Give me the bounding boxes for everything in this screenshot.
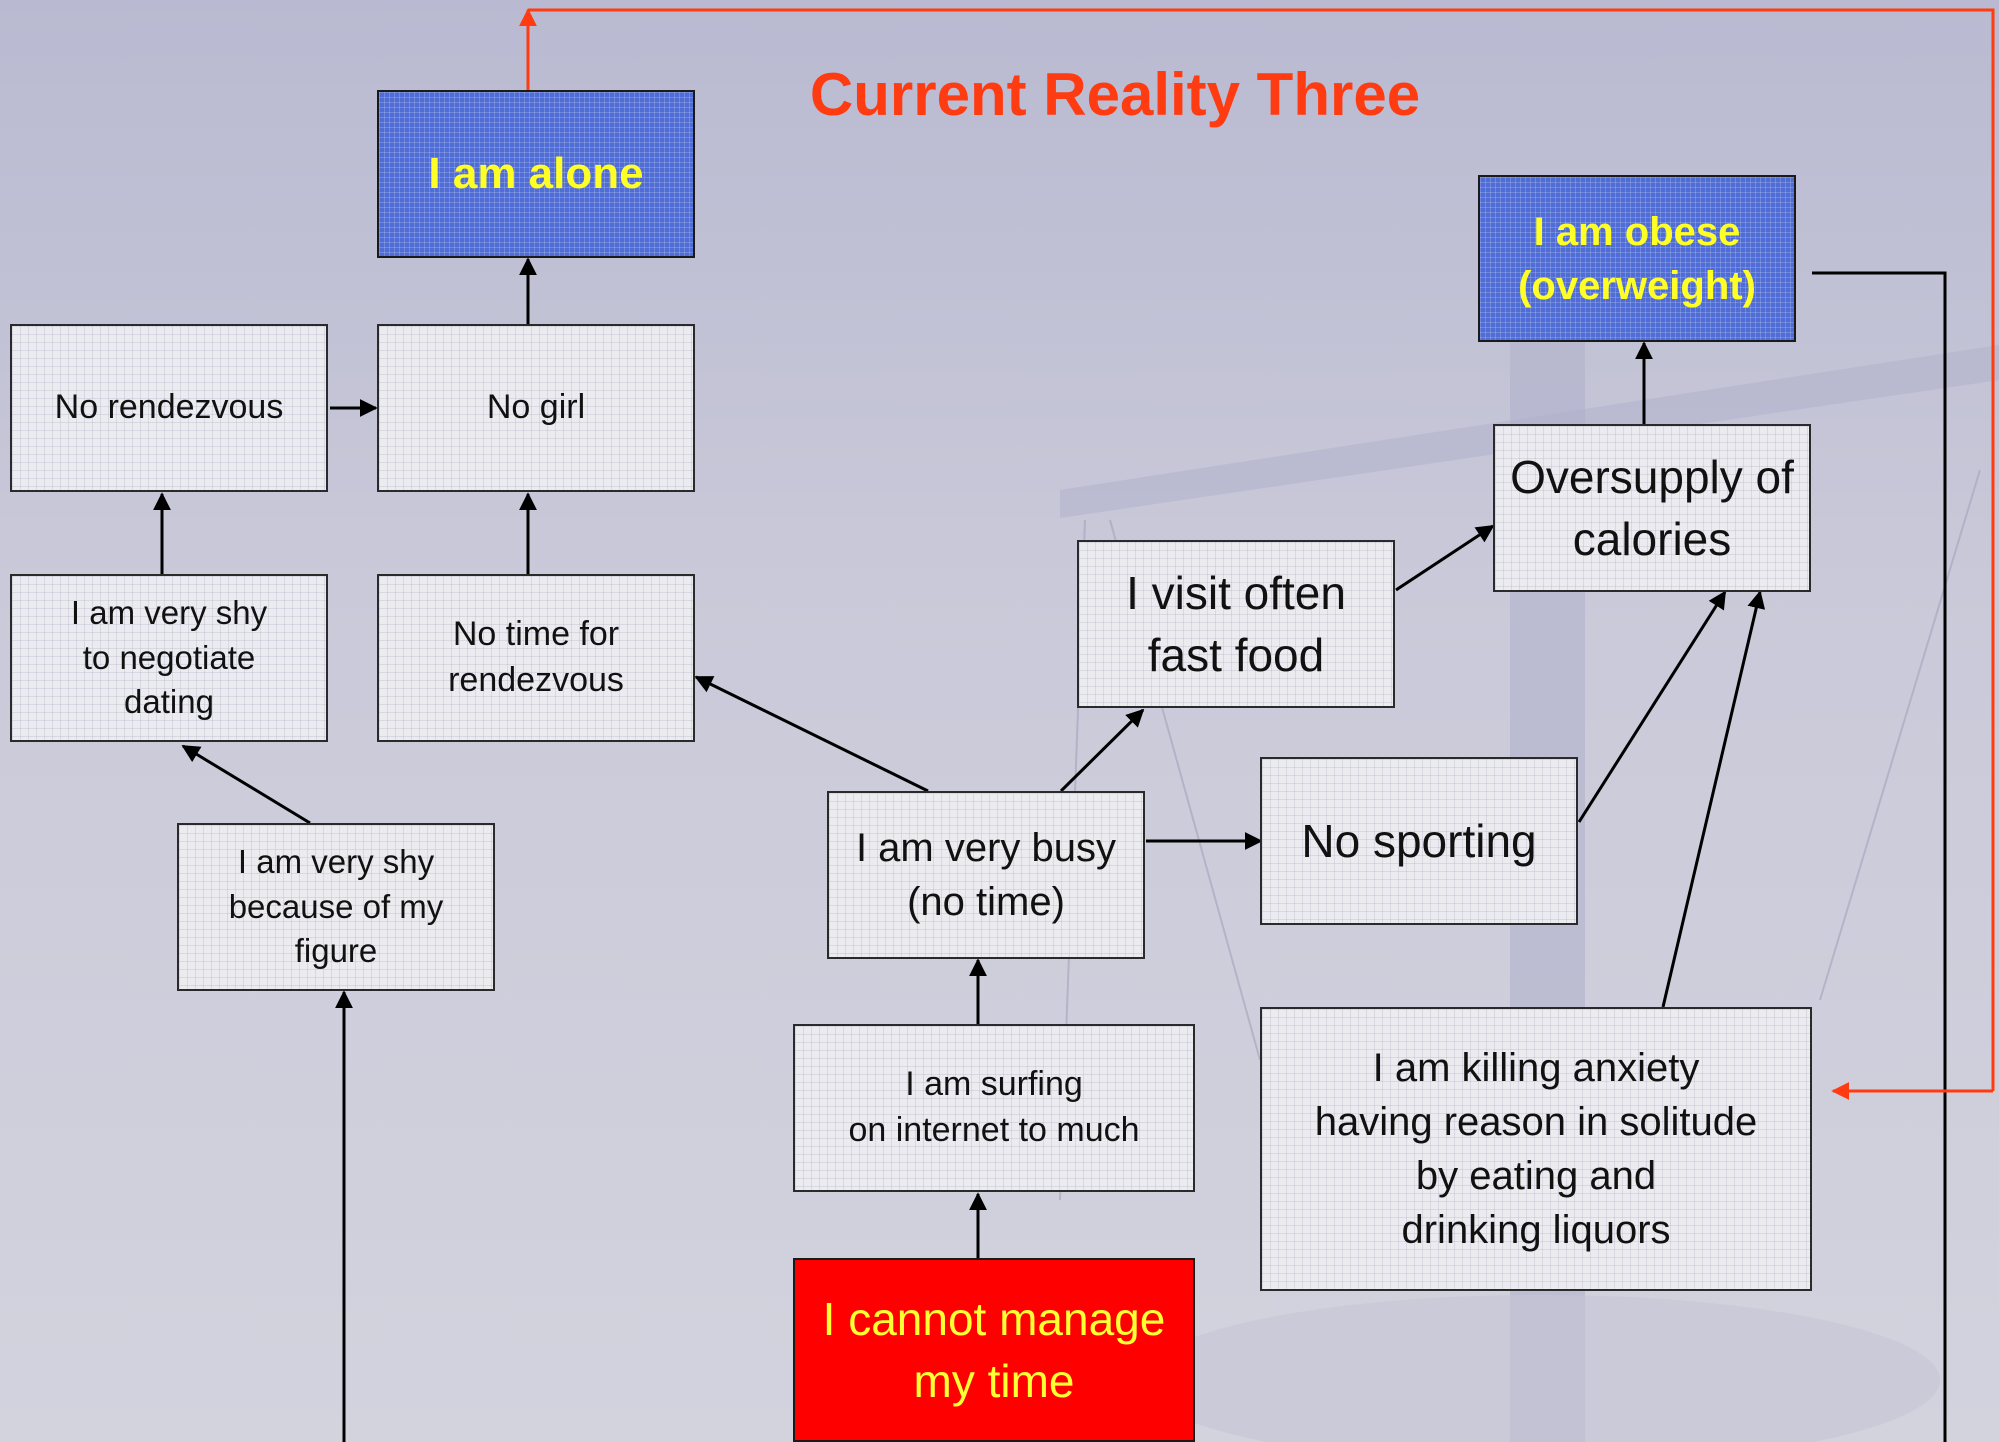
node-shy-to-negotiate-dating: I am very shy to negotiate dating — [10, 574, 328, 742]
node-no-sporting: No sporting — [1260, 757, 1578, 925]
node-surfing-internet: I am surfing on internet to much — [793, 1024, 1195, 1192]
node-i-am-obese: I am obese (overweight) — [1478, 175, 1796, 342]
node-no-time-for-rendezvous: No time for rendezvous — [377, 574, 695, 742]
node-killing-anxiety: I am killing anxiety having reason in so… — [1260, 1007, 1812, 1291]
node-shy-because-of-figure: I am very shy because of my figure — [177, 823, 495, 991]
node-fast-food: I visit often fast food — [1077, 540, 1395, 708]
node-i-am-alone: I am alone — [377, 90, 695, 258]
node-no-girl: No girl — [377, 324, 695, 492]
node-oversupply-of-calories: Oversupply of calories — [1493, 424, 1811, 592]
node-very-busy: I am very busy (no time) — [827, 791, 1145, 959]
node-no-rendezvous: No rendezvous — [10, 324, 328, 492]
diagram-title: Current Reality Three — [809, 61, 1421, 128]
node-cannot-manage-time: I cannot manage my time — [793, 1258, 1195, 1442]
